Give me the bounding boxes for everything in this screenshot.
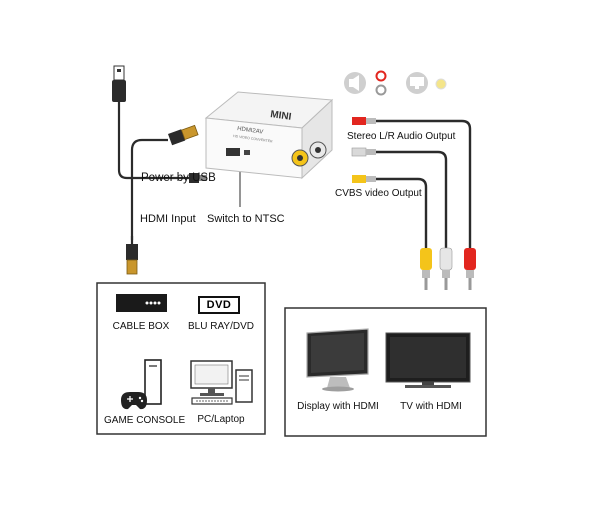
red-plug — [464, 248, 476, 290]
bluray-label: BLU RAY/DVD — [188, 321, 254, 332]
game-console-label: GAME CONSOLE — [104, 415, 186, 426]
display-monitor-icon — [306, 328, 369, 392]
tv-icon — [385, 332, 471, 388]
game-console-icon — [121, 359, 162, 410]
pc-icon — [190, 360, 253, 405]
hdmi2av-adapter — [204, 91, 334, 180]
monitor-icon — [406, 72, 428, 94]
video-jack-icon — [435, 78, 447, 90]
power-by-usb-label: Power by USB — [141, 172, 216, 184]
white-plug — [439, 247, 453, 290]
dvd-logo: DVD — [198, 296, 240, 314]
hdmi-input-label: HDMI Input — [140, 213, 196, 225]
adapter-subtitle: HD VIDEO CONVERTER — [233, 134, 273, 144]
switch-ntsc-label: Switch to NTSC — [207, 213, 285, 225]
audio-jacks-icon — [375, 70, 387, 96]
cable-box-icon — [116, 294, 167, 312]
cable-box-label: CABLE BOX — [112, 321, 170, 332]
speaker-icon — [344, 72, 366, 94]
hdmi-cable — [126, 124, 199, 275]
video-output-label: CVBS video Output — [335, 188, 422, 199]
tv-hdmi-label: TV with HDMI — [400, 401, 462, 412]
adapter-model: HDMI2AV — [237, 126, 264, 136]
rca-cables — [351, 117, 476, 290]
display-hdmi-label: Display with HDMI — [297, 401, 379, 412]
pc-laptop-label: PC/Laptop — [197, 414, 245, 425]
usb-cable — [112, 65, 207, 183]
yellow-plug — [420, 248, 432, 290]
adapter-brand: MINI — [270, 109, 293, 123]
audio-output-label: Stereo L/R Audio Output — [347, 131, 456, 142]
